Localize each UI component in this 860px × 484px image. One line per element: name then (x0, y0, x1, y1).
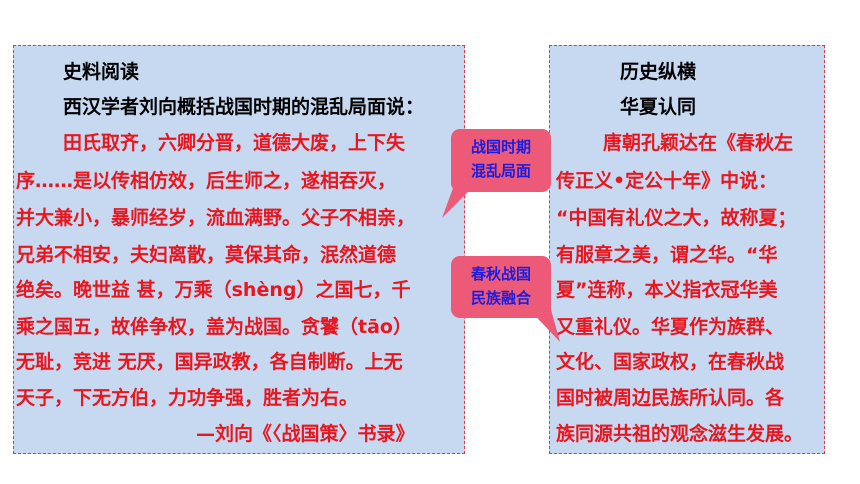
body-line: “中国有礼仪之大，故称夏； (556, 207, 797, 229)
callout-ethnic-fusion: 春秋战国 民族融合 (451, 256, 551, 318)
right-heading: 历史纵横 (620, 61, 697, 83)
left-panel (13, 45, 465, 454)
callout-line: 民族融合 (470, 289, 531, 307)
quote-line: 天子，下无方伯，力功争强，胜者为右。 (16, 387, 359, 409)
quote-line: 并大兼小，暴师经岁，流血满野。父子不相亲， (16, 207, 416, 229)
callout-line: 混乱局面 (470, 162, 531, 180)
left-heading: 史料阅读 (63, 61, 140, 83)
quote-line: 无耻，竞进 无厌，国异政教，各自制断。上无 (16, 351, 403, 373)
left-intro: 西汉学者刘向概括战国时期的混乱局面说： (63, 96, 425, 118)
body-line: 族同源共祖的观念滋生发展。 (556, 423, 804, 445)
quote-source: —刘向《〈战国策〉书录》 (196, 423, 415, 445)
body-line: 又重礼仪。华夏作为族群、 (556, 316, 785, 338)
quote-line: 序……是以传相仿效，后生师之，遂相吞灭， (16, 170, 397, 192)
quote-line: 田氏取齐，六卿分晋，道德大废，上下失 (63, 132, 406, 154)
body-line: 夏”连称，本义指衣冠华美 (556, 279, 778, 301)
body-line: 有服章之美，谓之华。“华 (556, 244, 778, 266)
body-line: 唐朝孔颖达在《春秋左 (603, 132, 794, 154)
callout-warring-states-chaos: 战国时期 混乱局面 (451, 129, 551, 192)
right-subheading: 华夏认同 (620, 96, 697, 118)
quote-line: 兄弟不相安，夫妇离散，莫保其命，泯然道德 (16, 244, 397, 266)
body-line: 国时被周边民族所认同。各 (556, 387, 785, 409)
body-line: 文化、国家政权，在春秋战 (556, 351, 785, 373)
callout-line: 战国时期 (470, 138, 531, 156)
body-line: 传正义•定公十年》中说： (556, 170, 778, 192)
quote-line: 绝矣。晚世益 甚，万乘（shèng）之国七，千 (16, 279, 411, 301)
callout-line: 春秋战国 (470, 265, 531, 283)
right-panel (549, 45, 825, 454)
quote-line: 乘之国五，故侔争权，盖为战国。贪饕（tāo） (16, 316, 412, 338)
